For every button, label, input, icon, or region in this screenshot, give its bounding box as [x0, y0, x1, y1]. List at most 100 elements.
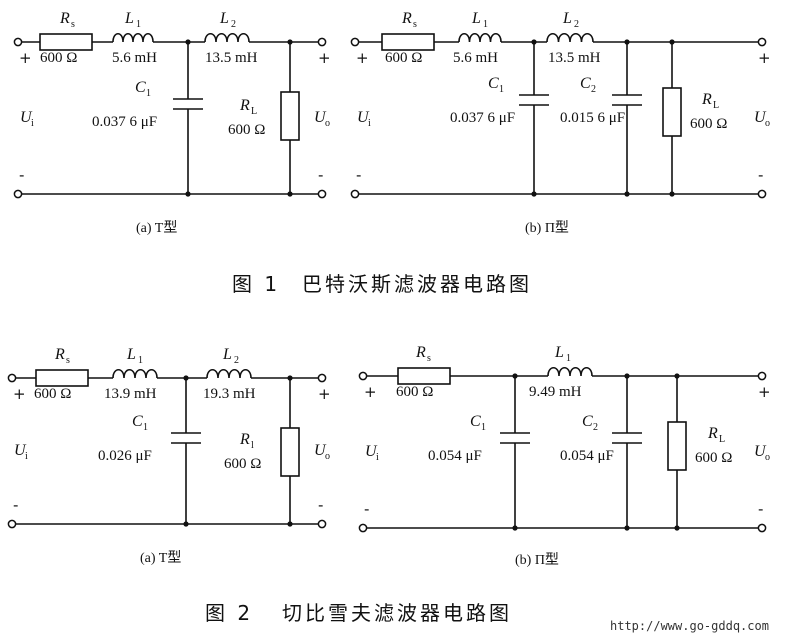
rl-label-symbol: R	[701, 91, 712, 108]
c1-bottom-junction	[531, 191, 537, 197]
l1-label-subscript: 1	[483, 19, 488, 30]
input-voltage-label-symbol: U	[357, 109, 370, 126]
input-terminal-top	[350, 37, 360, 47]
l1-value: 5.6 mH	[453, 50, 498, 66]
output-voltage-label-symbol: U	[314, 109, 327, 126]
output-terminal-top	[757, 37, 767, 47]
output-minus-sign: -	[758, 166, 763, 184]
output-terminal-bottom	[317, 189, 327, 199]
output-minus-sign: -	[318, 166, 323, 184]
rl-bottom-junction	[287, 521, 293, 527]
l1-label-symbol: L	[471, 10, 481, 27]
l2-label-symbol: L	[219, 10, 229, 27]
rs-label-subscript: s	[66, 355, 70, 366]
figure1-title: 巴特沃斯滤波器电路图	[302, 272, 532, 296]
c2-bottom-junction	[624, 191, 630, 197]
c1-capacitor	[173, 98, 203, 110]
c2-capacitor	[612, 94, 642, 106]
c1-label-symbol: C	[470, 413, 481, 430]
rl-label-subscript: l	[251, 440, 254, 451]
output-voltage-label-subscript: o	[765, 452, 770, 463]
rl-bottom-junction	[674, 525, 680, 531]
rl-bottom-junction	[287, 191, 293, 197]
circuit-caption: (a) T型	[140, 550, 181, 566]
c2-bottom-junction	[624, 525, 630, 531]
l2-label-subscript: 2	[231, 19, 236, 30]
c2-label-symbol: C	[582, 413, 593, 430]
c2-value: 0.054 μF	[560, 448, 614, 464]
l1-label-subscript: 1	[136, 19, 141, 30]
rl-label-symbol: R	[239, 97, 250, 114]
rs-label-symbol: R	[401, 10, 412, 27]
rl-resistor	[667, 421, 687, 471]
rs-resistor	[35, 369, 89, 387]
rl-label-subscript: L	[719, 434, 725, 445]
l2-value: 13.5 mH	[205, 50, 258, 66]
input-plus-sign: +	[356, 49, 369, 67]
l2-label-subscript: 2	[574, 19, 579, 30]
output-voltage-label-subscript: o	[325, 451, 330, 462]
output-voltage-label-subscript: o	[765, 118, 770, 129]
output-plus-sign: +	[758, 383, 771, 401]
c1-capacitor	[500, 432, 530, 444]
output-voltage-label-symbol: U	[754, 109, 767, 126]
l1-value: 5.6 mH	[112, 50, 157, 66]
input-minus-sign: -	[19, 166, 24, 184]
rl-resistor	[662, 87, 682, 137]
input-voltage-label-subscript: i	[376, 452, 379, 463]
c1-label-subscript: 1	[481, 422, 486, 433]
l2-inductor	[546, 32, 594, 43]
output-terminal-top	[317, 37, 327, 47]
rs-resistor	[381, 33, 435, 51]
input-terminal-bottom	[358, 523, 368, 533]
rs-resistor	[39, 33, 93, 51]
rs-value: 600 Ω	[396, 384, 433, 400]
rs-label-subscript: s	[427, 353, 431, 364]
input-minus-sign: -	[364, 500, 369, 518]
input-minus-sign: -	[356, 166, 361, 184]
l1-label-symbol: L	[554, 344, 564, 361]
c1-label-subscript: 1	[146, 88, 151, 99]
input-terminal-top	[7, 373, 17, 383]
c2-label-symbol: C	[580, 75, 591, 92]
l2-label-subscript: 2	[234, 355, 239, 366]
c1-label-symbol: C	[135, 79, 146, 96]
l2-label-symbol: L	[562, 10, 572, 27]
input-voltage-label-symbol: U	[20, 109, 33, 126]
l1-inductor	[112, 368, 158, 379]
c1-value: 0.037 6 μF	[450, 110, 515, 126]
rs-value: 600 Ω	[385, 50, 422, 66]
input-voltage-label-subscript: i	[368, 118, 371, 129]
rl-label-symbol: R	[707, 425, 718, 442]
rl-resistor	[280, 427, 300, 477]
c2-label-subscript: 2	[591, 84, 596, 95]
c1-capacitor	[519, 94, 549, 106]
rl-label-subscript: L	[251, 106, 257, 117]
rs-label-symbol: R	[59, 10, 70, 27]
output-plus-sign: +	[318, 49, 331, 67]
l2-inductor	[204, 32, 250, 43]
input-plus-sign: +	[19, 49, 32, 67]
rl-bottom-junction	[669, 191, 675, 197]
input-voltage-label-symbol: U	[14, 442, 27, 459]
rs-label-symbol: R	[415, 344, 426, 361]
rs-label-subscript: s	[71, 19, 75, 30]
rl-value: 600 Ω	[228, 122, 265, 138]
input-terminal-top	[358, 371, 368, 381]
l1-inductor	[112, 32, 154, 43]
l1-inductor	[547, 366, 593, 377]
c1-bottom-junction	[185, 191, 191, 197]
input-terminal-bottom	[13, 189, 23, 199]
rl-resistor	[280, 91, 300, 141]
output-minus-sign: -	[758, 500, 763, 518]
c1-value: 0.037 6 μF	[92, 114, 157, 130]
l2-value: 19.3 mH	[203, 386, 256, 402]
c1-label-subscript: 1	[499, 84, 504, 95]
output-terminal-bottom	[317, 519, 327, 529]
output-terminal-bottom	[757, 523, 767, 533]
input-plus-sign: +	[364, 383, 377, 401]
